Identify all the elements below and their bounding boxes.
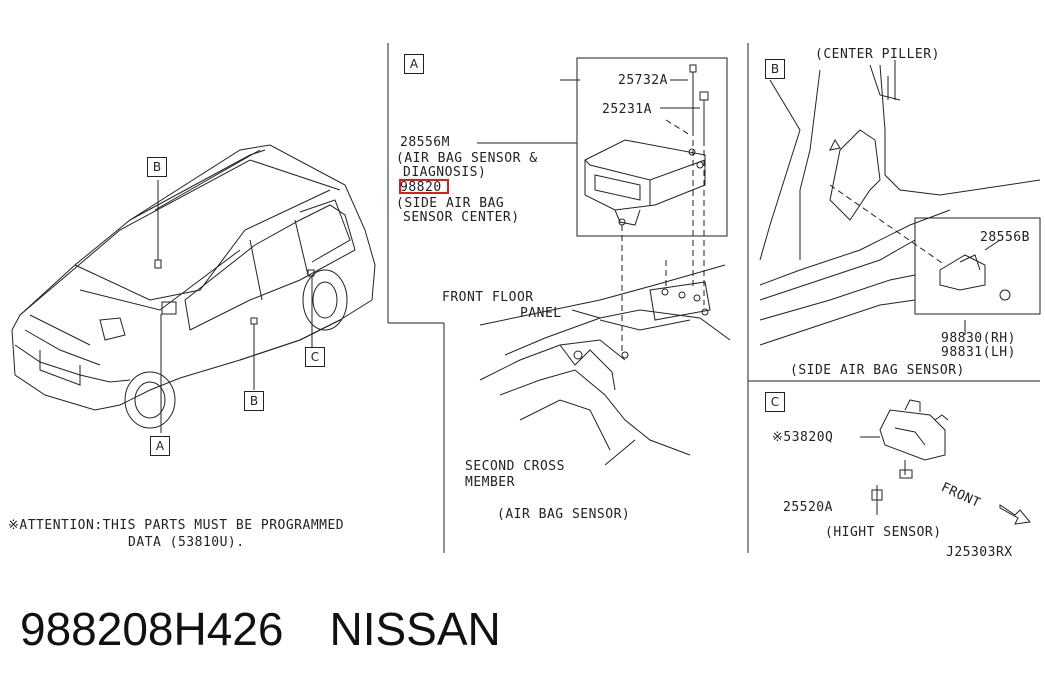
highlight-box: [399, 179, 449, 194]
section-c-marker: C: [765, 392, 785, 412]
part-53820q-label: ※53820Q: [772, 430, 834, 445]
front-floor-label-line2: PANEL: [520, 306, 562, 321]
second-cross-label-line2: MEMBER: [465, 475, 515, 490]
center-piller-label: (CENTER PILLER): [815, 47, 940, 62]
vehicle-illustration: [11, 144, 376, 433]
attention-note-line1: ※ATTENTION:THIS PARTS MUST BE PROGRAMMED: [8, 518, 345, 533]
part-number-footer: 988208H426 NISSAN: [20, 602, 547, 656]
part-28556m-label: 28556M: [400, 135, 450, 150]
airbag-sensor-desc-line1: (AIR BAG SENSOR &: [396, 151, 538, 166]
part-98830-label: 98830(RH): [941, 331, 1016, 346]
part-number: 988208H426: [20, 603, 284, 655]
section-b-marker: B: [765, 59, 785, 79]
callout-b-bottom: B: [244, 391, 264, 411]
section-dividers: [387, 43, 1040, 553]
airbag-sensor-desc-line2: DIAGNOSIS): [403, 165, 487, 180]
front-floor-label-line1: FRONT FLOOR: [442, 290, 534, 305]
callout-b-top: B: [147, 157, 167, 177]
brand-name: NISSAN: [329, 603, 501, 655]
part-25231a-label: 25231A: [602, 102, 652, 117]
callout-c-vehicle: C: [305, 347, 325, 367]
section-b-caption: (SIDE AIR BAG SENSOR): [790, 363, 965, 378]
section-a-caption: (AIR BAG SENSOR): [497, 507, 631, 522]
section-b-illustration: [759, 60, 1041, 346]
section-c-caption: (HIGHT SENSOR): [825, 525, 942, 540]
part-98820-label: 98820: [400, 180, 442, 195]
part-28556b-label: 28556B: [980, 230, 1030, 245]
section-a-marker: A: [404, 54, 424, 74]
part-25520a-label: 25520A: [783, 500, 833, 515]
attention-note-line2: DATA (53810U).: [128, 535, 245, 550]
side-airbag-center-line1: (SIDE AIR BAG: [396, 196, 505, 211]
section-c-illustration: [860, 399, 1031, 525]
section-a-illustration: [477, 57, 731, 466]
part-25732a-label: 25732A: [618, 73, 668, 88]
second-cross-label-line1: SECOND CROSS: [465, 459, 565, 474]
side-airbag-center-line2: SENSOR CENTER): [403, 210, 520, 225]
part-98820-suffix: 0: [433, 180, 442, 195]
part-98831-label: 98831(LH): [941, 345, 1016, 360]
callout-a-vehicle: A: [150, 436, 170, 456]
diagram-code: J25303RX: [946, 545, 1013, 560]
part-98820-highlighted: 9882: [400, 180, 434, 195]
